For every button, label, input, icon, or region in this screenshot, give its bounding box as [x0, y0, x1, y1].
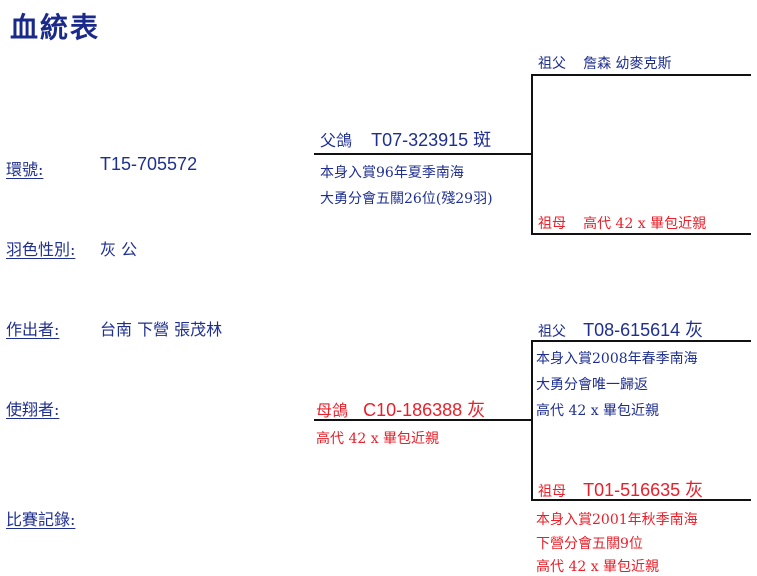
- ss-line: [531, 74, 751, 76]
- sire-bracket-vertical: [531, 74, 533, 234]
- dam-label: 母鴿: [316, 401, 349, 420]
- sire-note-1: 本身入賞96年夏季南海: [320, 165, 464, 181]
- ring-value: T15-705572: [100, 154, 198, 174]
- sire-label: 父鴿: [320, 131, 353, 150]
- sire-ring: T07-323915 斑: [371, 130, 492, 150]
- dd-header: 祖母 T01-516635 灰: [538, 476, 703, 502]
- dd-note-1: 本身入賞2001年秋季南海: [536, 512, 698, 528]
- sire-header: 父鴿 T07-323915 斑: [320, 126, 491, 152]
- flyer-label: 使翔者:: [6, 400, 60, 419]
- dd-line: [531, 499, 751, 501]
- ds-ring: T08-615614 灰: [583, 320, 704, 340]
- sd-header: 祖母 高代 42 x 畢包近親: [538, 213, 706, 233]
- dam-ring: C10-186388 灰: [363, 400, 486, 420]
- dam-bracket-vertical: [531, 340, 533, 500]
- breeder-value: 台南 下營 張茂林: [100, 320, 223, 339]
- ds-line: [531, 340, 751, 342]
- ss-name: 詹森 幼麥克斯: [583, 56, 672, 72]
- ds-note-1: 本身入賞2008年春季南海: [536, 351, 698, 367]
- dam-header: 母鴿 C10-186388 灰: [316, 396, 485, 422]
- dd-note-3: 高代 42 x 畢包近親: [536, 559, 660, 575]
- sd-note: 高代 42 x 畢包近親: [583, 216, 707, 232]
- ss-header: 祖父 詹森 幼麥克斯: [538, 53, 672, 73]
- sd-line: [531, 233, 751, 235]
- color-sex-value: 灰 公: [100, 240, 138, 259]
- dam-note-1: 高代 42 x 畢包近親: [316, 431, 440, 447]
- sire-line: [314, 153, 532, 155]
- ds-header: 祖父 T08-615614 灰: [538, 316, 703, 342]
- breeder-label: 作出者:: [6, 320, 60, 339]
- sire-note-2: 大勇分會五關26位(殘29羽): [320, 191, 493, 207]
- dam-line: [314, 419, 532, 421]
- sd-label: 祖母: [538, 216, 566, 232]
- ring-label: 環號:: [6, 160, 44, 179]
- page-title: 血統表: [10, 11, 101, 44]
- ss-label: 祖父: [538, 56, 566, 72]
- ds-note-2: 大勇分會唯一歸返: [536, 377, 648, 393]
- dd-label: 祖母: [538, 484, 566, 500]
- race-record-label: 比賽記錄:: [6, 510, 76, 529]
- ds-label: 祖父: [538, 324, 566, 340]
- dd-note-2: 下營分會五關9位: [536, 536, 643, 552]
- ds-note-3: 高代 42 x 畢包近親: [536, 403, 660, 419]
- color-sex-label: 羽色性別:: [6, 240, 76, 259]
- dd-ring: T01-516635 灰: [583, 480, 704, 500]
